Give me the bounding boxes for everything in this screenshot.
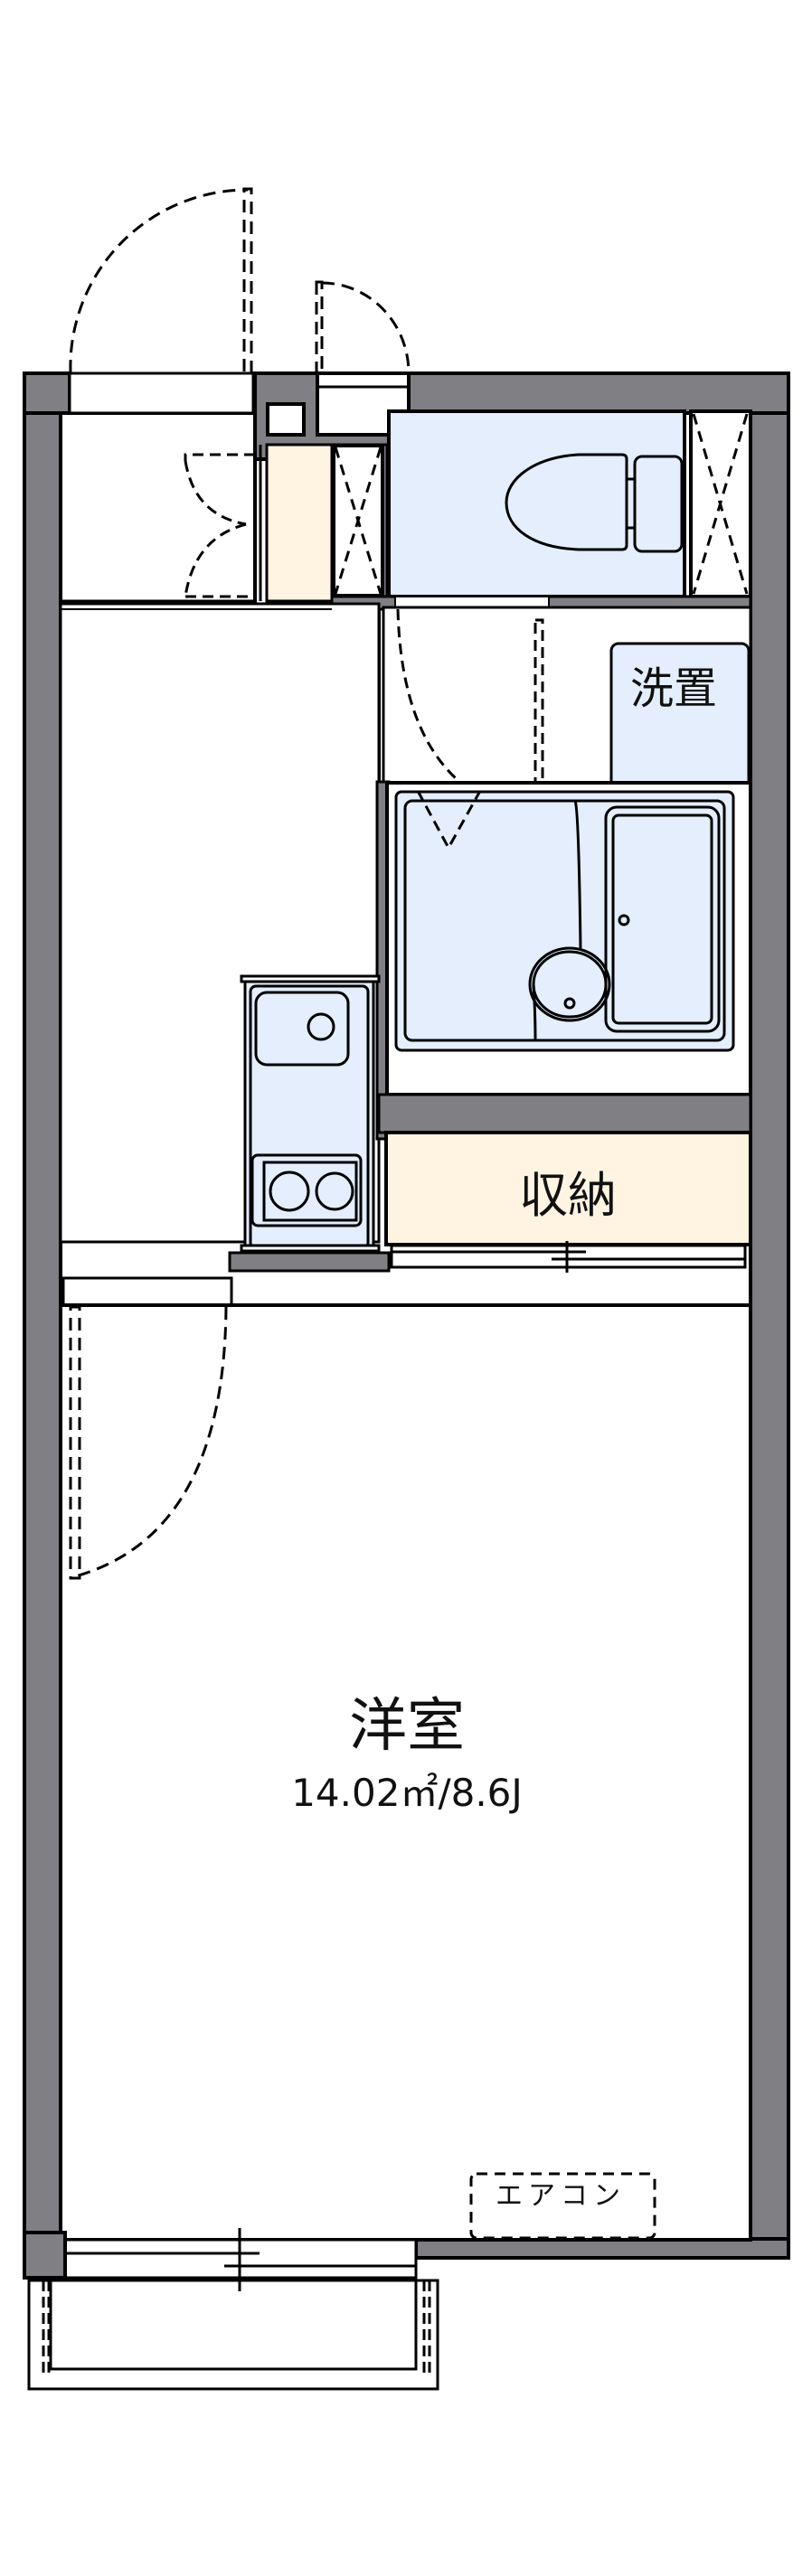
air-conditioner-label: エアコン	[496, 2180, 626, 2212]
storage-label: 収納	[519, 1167, 617, 1224]
western-room-area: 14.02㎡/8.6J	[291, 1771, 523, 1815]
entrance-door-opening	[68, 371, 255, 415]
vent-shaft-left	[332, 444, 384, 597]
storage-sliding-door	[390, 1241, 747, 1273]
western-room-floor	[59, 1303, 752, 2242]
meter-box-door-swing	[315, 280, 411, 374]
washer-space-label: 洗置	[629, 663, 717, 714]
shoe-cabinet	[265, 443, 334, 603]
outer-walls	[23, 371, 790, 2260]
entrance-door-swing	[69, 187, 253, 374]
bath-unit	[394, 790, 735, 1052]
wall-below-bath	[377, 1093, 752, 1134]
entrance-closet-door-swing	[184, 453, 255, 598]
vent-shaft-right	[689, 409, 752, 598]
stove-icon	[250, 1153, 363, 1227]
toilet-icon	[505, 453, 684, 553]
wall-bottom-left	[23, 2231, 67, 2280]
bathtub-icon	[528, 800, 721, 1041]
wall-below-kitchen	[228, 1251, 391, 1273]
toilet-room	[387, 409, 686, 598]
room-door-swing	[69, 1305, 228, 1580]
western-room-label: 洋室	[349, 1693, 465, 1760]
air-conditioner-box[interactable]	[469, 2172, 656, 2240]
sink-icon	[254, 991, 350, 1067]
balcony	[27, 2279, 439, 2391]
room-door-frame	[61, 1276, 233, 1307]
kitchen-counter	[240, 974, 381, 1255]
bath-door-swing	[416, 790, 482, 851]
storage	[384, 1131, 752, 1246]
